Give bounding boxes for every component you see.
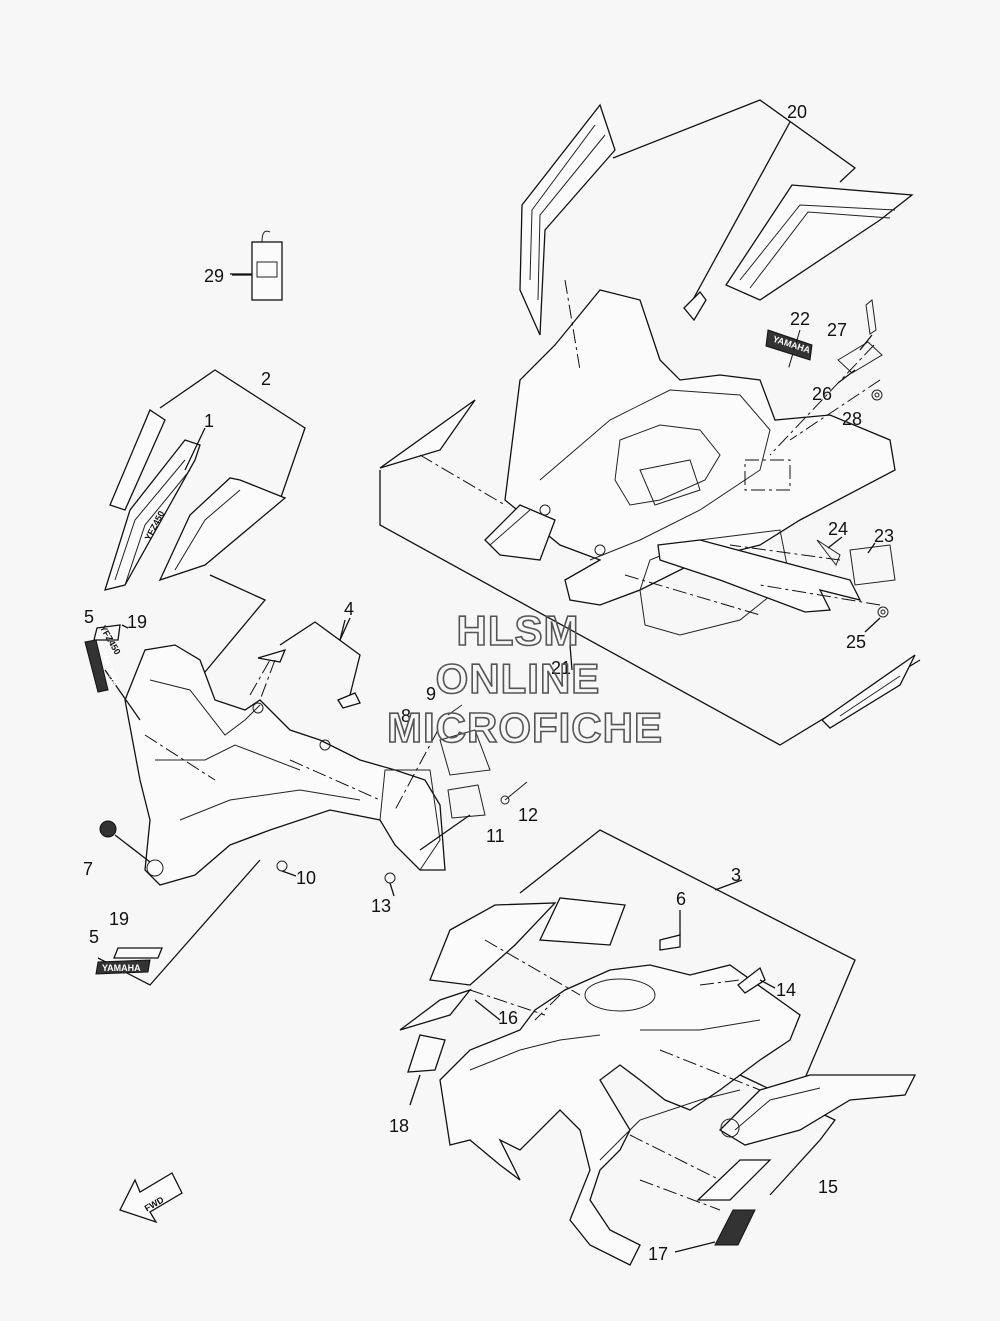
label-19-top: 19 — [127, 612, 147, 632]
label-22: 22 — [790, 309, 810, 329]
label-27: 27 — [827, 320, 847, 340]
label-7: 7 — [83, 859, 93, 879]
front-fender — [104, 644, 446, 886]
label-19-bottom: 19 — [109, 909, 129, 929]
label-14: 14 — [776, 980, 796, 1000]
decal-set-15 — [696, 979, 917, 1201]
label-16: 16 — [498, 1008, 518, 1028]
leader-lines — [230, 273, 881, 1106]
label-11: 11 — [486, 826, 505, 846]
watermark-line-1: HLSM — [457, 607, 580, 654]
label-3: 3 — [731, 865, 741, 885]
fwd-arrow: FWD — [119, 1172, 183, 1224]
label-10: 10 — [296, 868, 316, 888]
decal-17 — [674, 1209, 756, 1253]
label-4: 4 — [344, 599, 354, 619]
watermark-line-3: MICROFICHE — [387, 704, 663, 751]
tag-29 — [232, 230, 283, 301]
decal-set-4 — [257, 617, 361, 709]
label-5-bottom: 5 — [89, 927, 99, 947]
label-28: 28 — [842, 409, 862, 429]
label-15: 15 — [818, 1177, 838, 1197]
label-9: 9 — [426, 684, 436, 704]
label-18: 18 — [389, 1116, 409, 1136]
label-6: 6 — [676, 889, 686, 909]
part-labels: 1 2 3 4 5 5 6 7 8 9 10 11 12 13 14 15 16… — [83, 102, 894, 1264]
label-24: 24 — [828, 519, 848, 539]
label-20: 20 — [787, 102, 807, 122]
rear-fender — [484, 289, 896, 636]
label-1: 1 — [204, 411, 214, 431]
emblems-front-top: YFZ450 YAMAHA — [84, 624, 129, 693]
label-12: 12 — [518, 805, 538, 825]
label-5-top: 5 — [84, 607, 94, 627]
label-8: 8 — [401, 706, 411, 726]
decal-set-3 — [399, 829, 856, 1266]
emblems-front-bottom: YAMAHA — [95, 859, 261, 986]
label-29: 29 — [204, 266, 224, 286]
label-13: 13 — [371, 896, 391, 916]
decal-set-2: YFZ450 — [104, 369, 306, 691]
decal-set-21 — [379, 279, 921, 746]
label-21: 21 — [551, 658, 571, 678]
watermark: HLSM ONLINE MICROFICHE — [386, 606, 663, 752]
watermark-line-2: ONLINE — [436, 655, 601, 702]
decal-set-20 — [519, 99, 914, 336]
label-2: 2 — [261, 369, 271, 389]
decal-text-yamaha-b: YAMAHA — [102, 963, 141, 973]
label-17: 17 — [648, 1244, 668, 1264]
front-small-parts — [99, 704, 528, 897]
label-25: 25 — [846, 632, 866, 652]
label-26: 26 — [812, 384, 832, 404]
label-23: 23 — [874, 526, 894, 546]
